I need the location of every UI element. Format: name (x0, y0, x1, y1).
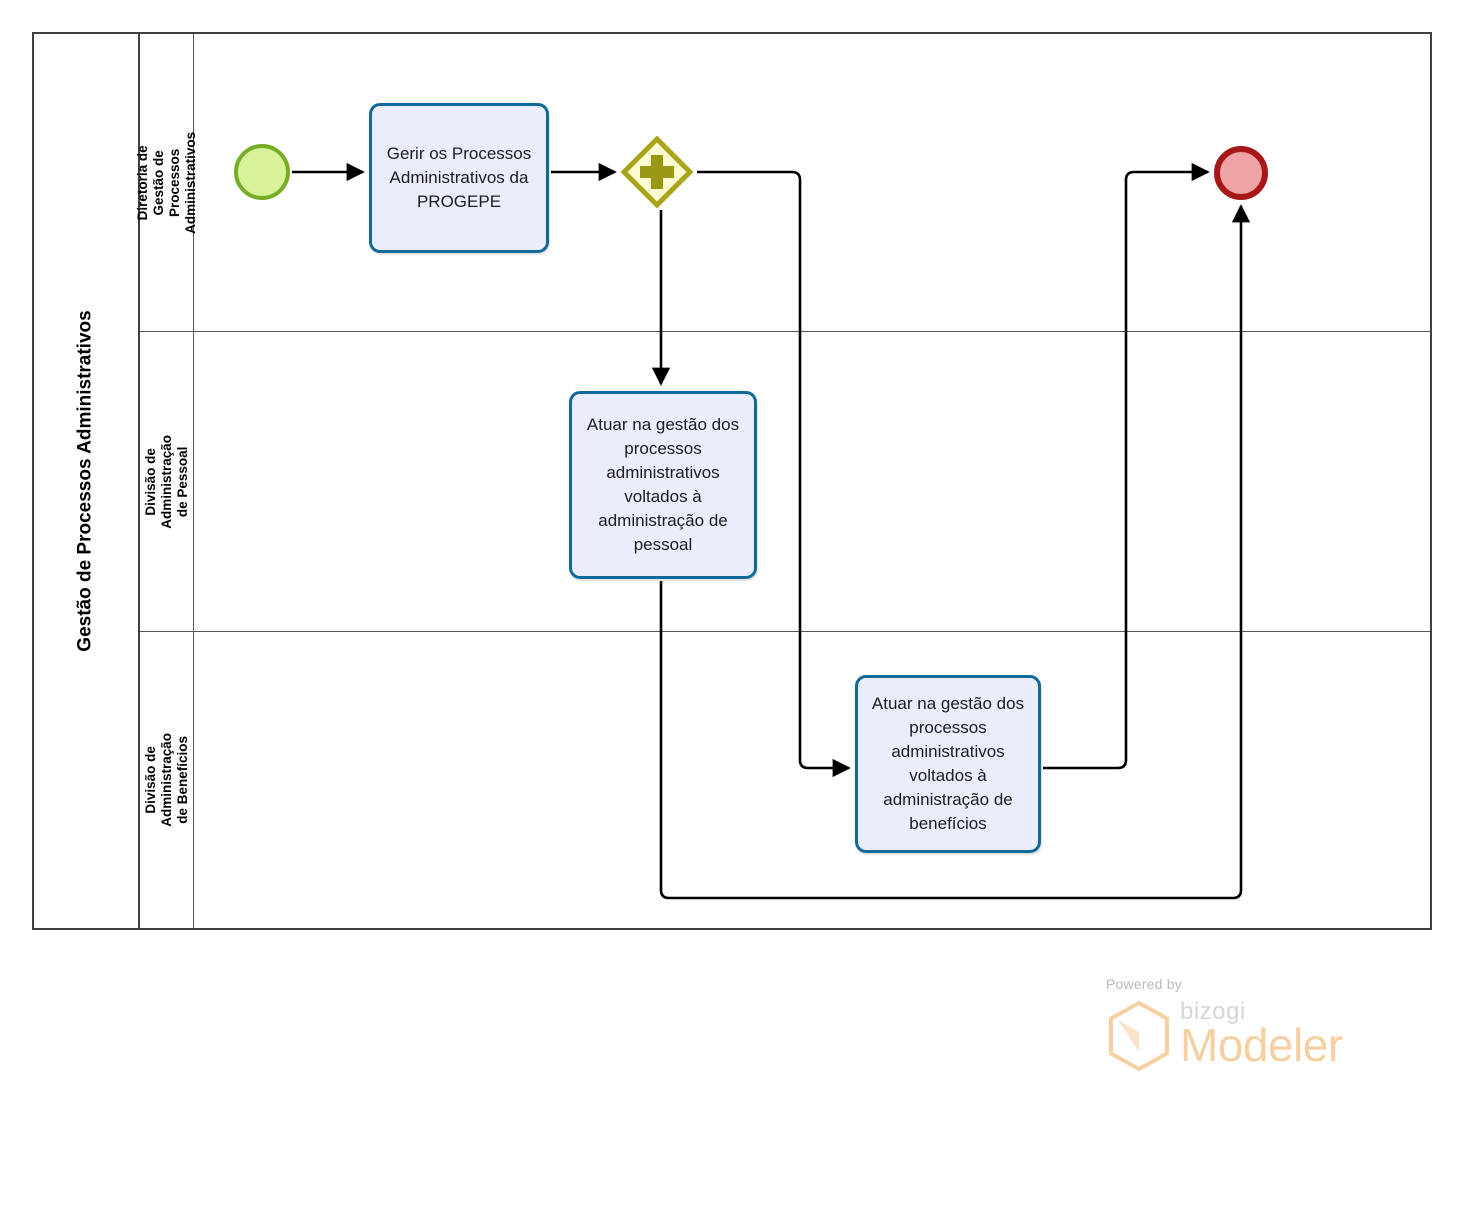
task-atuar-gestao-pessoal[interactable]: Atuar na gestão dos processos administra… (569, 391, 757, 579)
lane-header-beneficios: Divisão de Administração de Benefícios (140, 632, 194, 928)
brand-modeler-text: Modeler (1180, 1019, 1343, 1071)
lane-header-pessoal: Divisão de Administração de Pessoal (140, 332, 194, 631)
lane-header-diretoria: Diretoria de Gestão de Processos Adminis… (135, 34, 197, 331)
brand-bizagi-text: bizogi (1180, 998, 1246, 1025)
bizagi-hexagon-logo-icon (1109, 1000, 1169, 1072)
pool-title: Gestão de Processos Administrativos (75, 310, 97, 652)
plus-icon (640, 155, 674, 189)
task-label: Gerir os Processos Administrativos da PR… (386, 143, 532, 212)
lane-label-pessoal: Divisão de Administração de Pessoal (142, 434, 190, 529)
parallel-gateway[interactable] (621, 136, 693, 208)
task-label: Atuar na gestão dos processos administra… (586, 414, 740, 555)
lane-divisao-de-administracao-de-beneficios[interactable]: Divisão de Administração de Benefícios (140, 631, 1430, 928)
task-gerir-processos-progepe[interactable]: Gerir os Processos Administrativos da PR… (369, 103, 549, 253)
bizagi-modeler-brand: bizogi Modeler (1106, 1000, 1343, 1072)
lane-divisao-de-administracao-de-pessoal[interactable]: Divisão de Administração de Pessoal (140, 331, 1430, 631)
lane-label-diretoria: Diretoria de Gestão de Processos Adminis… (134, 131, 198, 234)
pool-header: Gestão de Processos Administrativos (34, 34, 140, 928)
end-event[interactable] (1214, 146, 1268, 200)
task-label: Atuar na gestão dos processos administra… (871, 693, 1025, 834)
powered-by-label: Powered by (1106, 976, 1182, 992)
task-atuar-gestao-beneficios[interactable]: Atuar na gestão dos processos administra… (855, 675, 1041, 853)
start-event[interactable] (234, 144, 290, 200)
lane-diretoria-de-gestao-de-processos-administrativos[interactable]: Diretoria de Gestão de Processos Adminis… (135, 34, 1430, 331)
lane-label-beneficios: Divisão de Administração de Benefícios (142, 733, 190, 827)
